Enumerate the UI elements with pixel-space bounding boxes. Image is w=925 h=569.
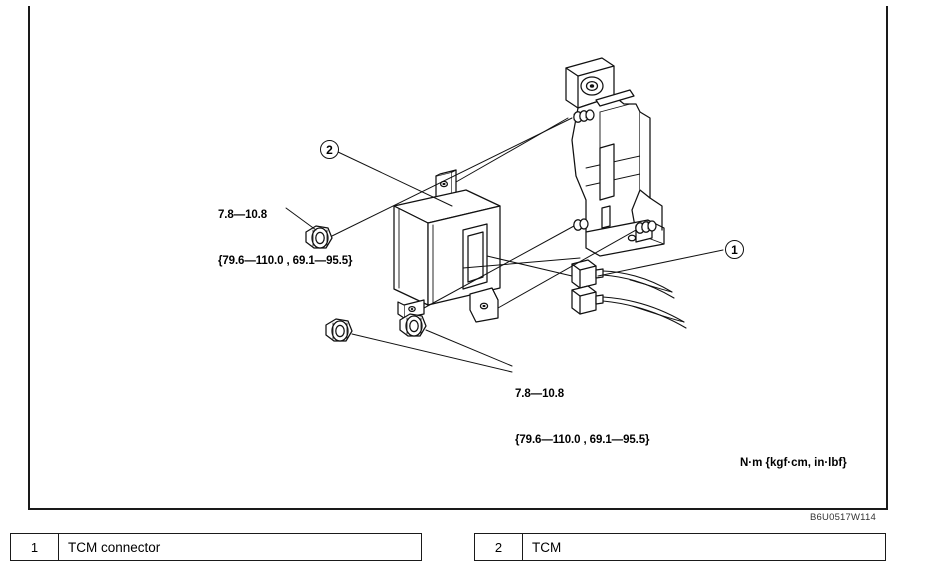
flange-nut-bottom-right [399,313,427,337]
legend-row-1: 1 TCM connector [10,533,422,561]
torque-spec-upper-nm: 7.8—10.8 [218,209,268,222]
legend-number-2: 2 [475,534,523,560]
bracket-stud-upper [573,109,595,123]
torque-spec-upper-alt: {79.6—110.0 , 69.1—95.5} [218,254,353,267]
torque-spec-lower-nm: 7.8—10.8 [515,388,565,401]
legend-label-1: TCM connector [68,539,161,555]
tcm-module-art [393,169,501,323]
torque-spec-lower-alt: {79.6—110.0 , 69.1—95.5} [515,433,650,446]
callout-balloon-2: 2 [320,140,339,159]
flange-nut-bottom-left [325,318,353,342]
figure-reference-code: B6U0517W114 [810,512,876,523]
legend-label-2: TCM [532,539,562,555]
torque-units-note: N·m {kgf·cm, in·lbf} [740,457,847,469]
legend-number-1: 1 [11,534,59,560]
bracket-stud-right [573,218,589,231]
torque-spec-lower: 7.8—10.8 {79.6—110.0 , 69.1—95.5} [515,357,650,478]
bracket-stud-lower [635,220,657,234]
callout-balloon-1: 1 [725,240,744,259]
legend-row-2: 2 TCM [474,533,886,561]
leader-lines [285,117,724,373]
flange-nut-upper-left [305,225,333,249]
mounting-bracket-art [565,57,665,257]
diagram-frame [28,6,888,510]
torque-spec-upper: 7.8—10.8 {79.6—110.0 , 69.1—95.5} [218,178,353,299]
tcm-connector-art [571,259,687,329]
